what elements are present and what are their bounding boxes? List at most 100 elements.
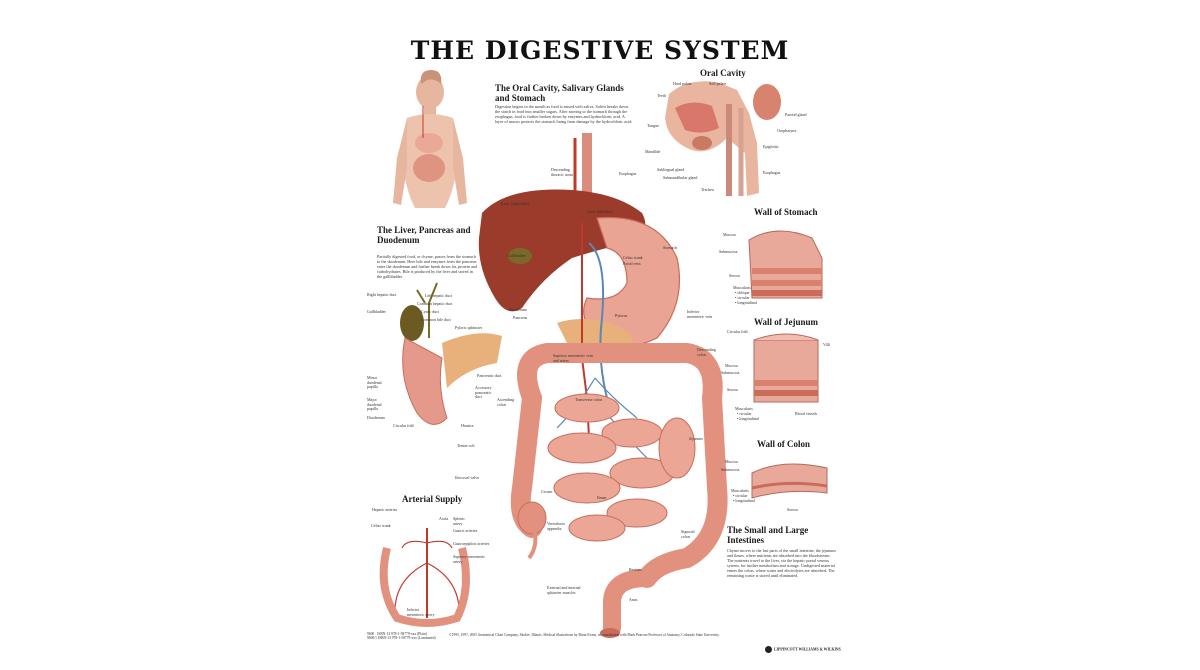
footer-codes: 9600 · ISBN-13 978-1-58779-xxx (Plain) ·… — [367, 632, 436, 640]
label-superior-mesenteric-vessels: Superior mesenteric vein and artery — [553, 353, 593, 363]
label-tongue: Tongue — [647, 123, 659, 128]
label-jejunum-circular: • circular — [737, 411, 752, 416]
label-detail-duodenum: Duodenum — [367, 415, 385, 420]
label-accessory-pancreatic-duct: Accessory pancreatic duct — [475, 385, 492, 399]
label-superior-mesenteric-artery: Superior mesenteric artery — [453, 554, 486, 564]
label-liver-right-lobe: Liver (right lobe) — [501, 201, 529, 206]
label-ileum: Ileum — [597, 495, 607, 500]
intestines-heading: The Small and Large Intestines — [727, 525, 809, 545]
oral-cavity-stomach-text: Digestion begins in the mouth as food is… — [495, 104, 633, 124]
label-sublingual-gland: Sublingual gland — [657, 167, 685, 172]
publisher-name: LIPPINCOTT WILLIAMS & WILKINS — [774, 647, 841, 652]
label-jejunum: Jejunum — [689, 436, 703, 441]
label-gastric-arteries: Gastric arteries — [453, 528, 478, 533]
label-sigmoid-colon: Sigmoid colon — [681, 529, 695, 539]
label-stomach-muscularis: Muscularis — [733, 285, 751, 290]
label-stomach-mucosa: Mucosa — [723, 232, 736, 237]
label-esophagus: Esophagus — [619, 171, 637, 176]
label-major-duodenal-papilla: Major duodenal papilla — [367, 397, 382, 411]
label-jejunum-longitudinal: • longitudinal — [737, 416, 759, 421]
label-descending-colon: Descending colon — [697, 347, 716, 357]
label-transverse-colon: Transverse colon — [575, 397, 603, 402]
stomach-wall-illustration — [748, 230, 823, 299]
label-epiglottis: Epiglottis — [763, 144, 779, 149]
publisher-logo: LIPPINCOTT WILLIAMS & WILKINS — [765, 646, 841, 653]
label-left-hepatic-duct: Left hepatic duct — [425, 293, 453, 298]
intestines-text: Chyme moves to the last parts of the sma… — [727, 548, 836, 578]
label-cystic-duct: Cystic duct — [421, 309, 440, 314]
liver-pancreas-text: Partially digested food, or chyme, passe… — [377, 254, 477, 279]
label-colon-muscularis: Muscularis — [731, 488, 749, 493]
label-common-bile-duct: Common bile duct — [421, 317, 451, 322]
poster-title: THE DIGESTIVE SYSTEM — [410, 36, 790, 65]
label-gallbladder: Gallbladder — [507, 253, 526, 258]
label-liver-left-lobe: Liver (left lobe) — [587, 209, 613, 214]
label-colon-circular: • circular — [733, 493, 748, 498]
label-stomach-circular: • circular — [735, 295, 750, 300]
label-jejunum-serosa: Serosa — [727, 387, 738, 392]
label-common-hepatic-duct: Common hepatic duct — [417, 301, 453, 306]
rectum — [603, 569, 656, 637]
label-teniae-coli: Teniae coli — [457, 443, 475, 448]
label-hard-palate: Hard palate — [673, 81, 692, 86]
label-colon-longitudinal: • longitudinal — [733, 498, 755, 503]
label-stomach: Stomach — [663, 245, 677, 250]
label-detail-circular-fold: Circular fold — [393, 423, 414, 428]
label-teeth: Teeth — [657, 93, 666, 98]
label-jejunum-blood-vessels: Blood vessels — [795, 411, 818, 416]
label-duodenum: Duodenum — [509, 307, 527, 312]
label-rectum: Rectum — [629, 567, 642, 572]
arterial-supply-illustration — [379, 528, 470, 627]
label-oropharynx: Oropharynx — [777, 128, 797, 133]
label-gastroepiploic-arteries: Gastroepiploic arteries — [453, 541, 490, 546]
wall-colon-heading: Wall of Colon — [757, 439, 811, 449]
label-pylorus: Pylorus — [615, 313, 628, 318]
label-arterial-celiac-trunk: Celiac trunk — [371, 523, 391, 528]
publisher-logo-icon — [765, 646, 772, 653]
arterial-supply-heading: Arterial Supply — [402, 494, 463, 504]
small-intestine — [547, 393, 696, 542]
label-celiac-trunk: Celiac trunk — [623, 255, 643, 260]
label-soft-palate: Soft palate — [709, 81, 727, 86]
label-inferior-mesenteric-artery: Inferior mesenteric artery — [407, 607, 435, 617]
label-ileocecal-valve: Ileocecal valve — [455, 475, 480, 480]
label-stomach-oblique: • oblique — [735, 290, 750, 295]
label-minor-duodenal-papilla: Minor duodenal papilla — [367, 375, 382, 389]
label-jejunum-submucosa: Submucosa — [721, 370, 740, 375]
label-vermiform-appendix: Vermiform appendix — [547, 521, 565, 531]
label-stomach-longitudinal: • longitudinal — [735, 300, 757, 305]
colon — [517, 343, 728, 588]
label-portal-vein: Portal vein — [623, 261, 641, 266]
label-anus: Anus — [629, 597, 638, 602]
label-submandibular-gland: Submandibular gland — [663, 175, 698, 180]
anatomy-illustration — [379, 70, 828, 638]
human-figure — [393, 70, 467, 208]
label-pancreatic-duct: Pancreatic duct — [477, 373, 502, 378]
label-right-hepatic-duct: Right hepatic duct — [367, 292, 397, 297]
label-descending-thoracic-aorta: Descending thoracic aorta — [551, 167, 573, 177]
label-ascending-colon: Ascending colon — [497, 397, 515, 407]
jejunum-wall-illustration — [753, 333, 819, 403]
digestive-system-poster: THE DIGESTIVE SYSTEM — [357, 18, 843, 658]
footer-copyright: ©1995, 1997, 2005 Anatomical Chart Compa… — [449, 633, 720, 637]
label-stomach-serosa: Serosa — [729, 273, 740, 278]
label-pancreas: Pancreas — [513, 315, 528, 320]
pancreas — [557, 319, 634, 348]
label-colon-mucosa: Mucosa — [725, 459, 738, 464]
label-aorta: Aorta — [439, 516, 449, 521]
oral-cavity-heading: Oral Cavity — [700, 68, 746, 78]
label-oral-esophagus: Esophagus — [763, 170, 781, 175]
label-trachea: Trachea — [701, 187, 714, 192]
label-jejunum-circular-fold: Circular fold — [727, 329, 748, 334]
label-pyloric-sphincter: Pyloric sphincter — [455, 325, 483, 330]
oral-cavity-illustration — [665, 81, 781, 196]
label-haustra: Haustra — [461, 423, 474, 428]
label-jejunum-muscularis: Muscularis — [735, 406, 753, 411]
gallbladder — [508, 248, 532, 264]
label-jejunum-mucosa: Mucosa — [725, 363, 738, 368]
label-colon-submucosa: Submucosa — [721, 467, 740, 472]
label-mandible: Mandible — [645, 149, 661, 154]
label-parotid-gland: Parotid gland — [785, 112, 807, 117]
label-sphincter-muscles: External and internal sphincter muscles — [547, 585, 581, 595]
label-inferior-mesenteric-vein: Inferior mesenteric vein — [687, 309, 713, 319]
